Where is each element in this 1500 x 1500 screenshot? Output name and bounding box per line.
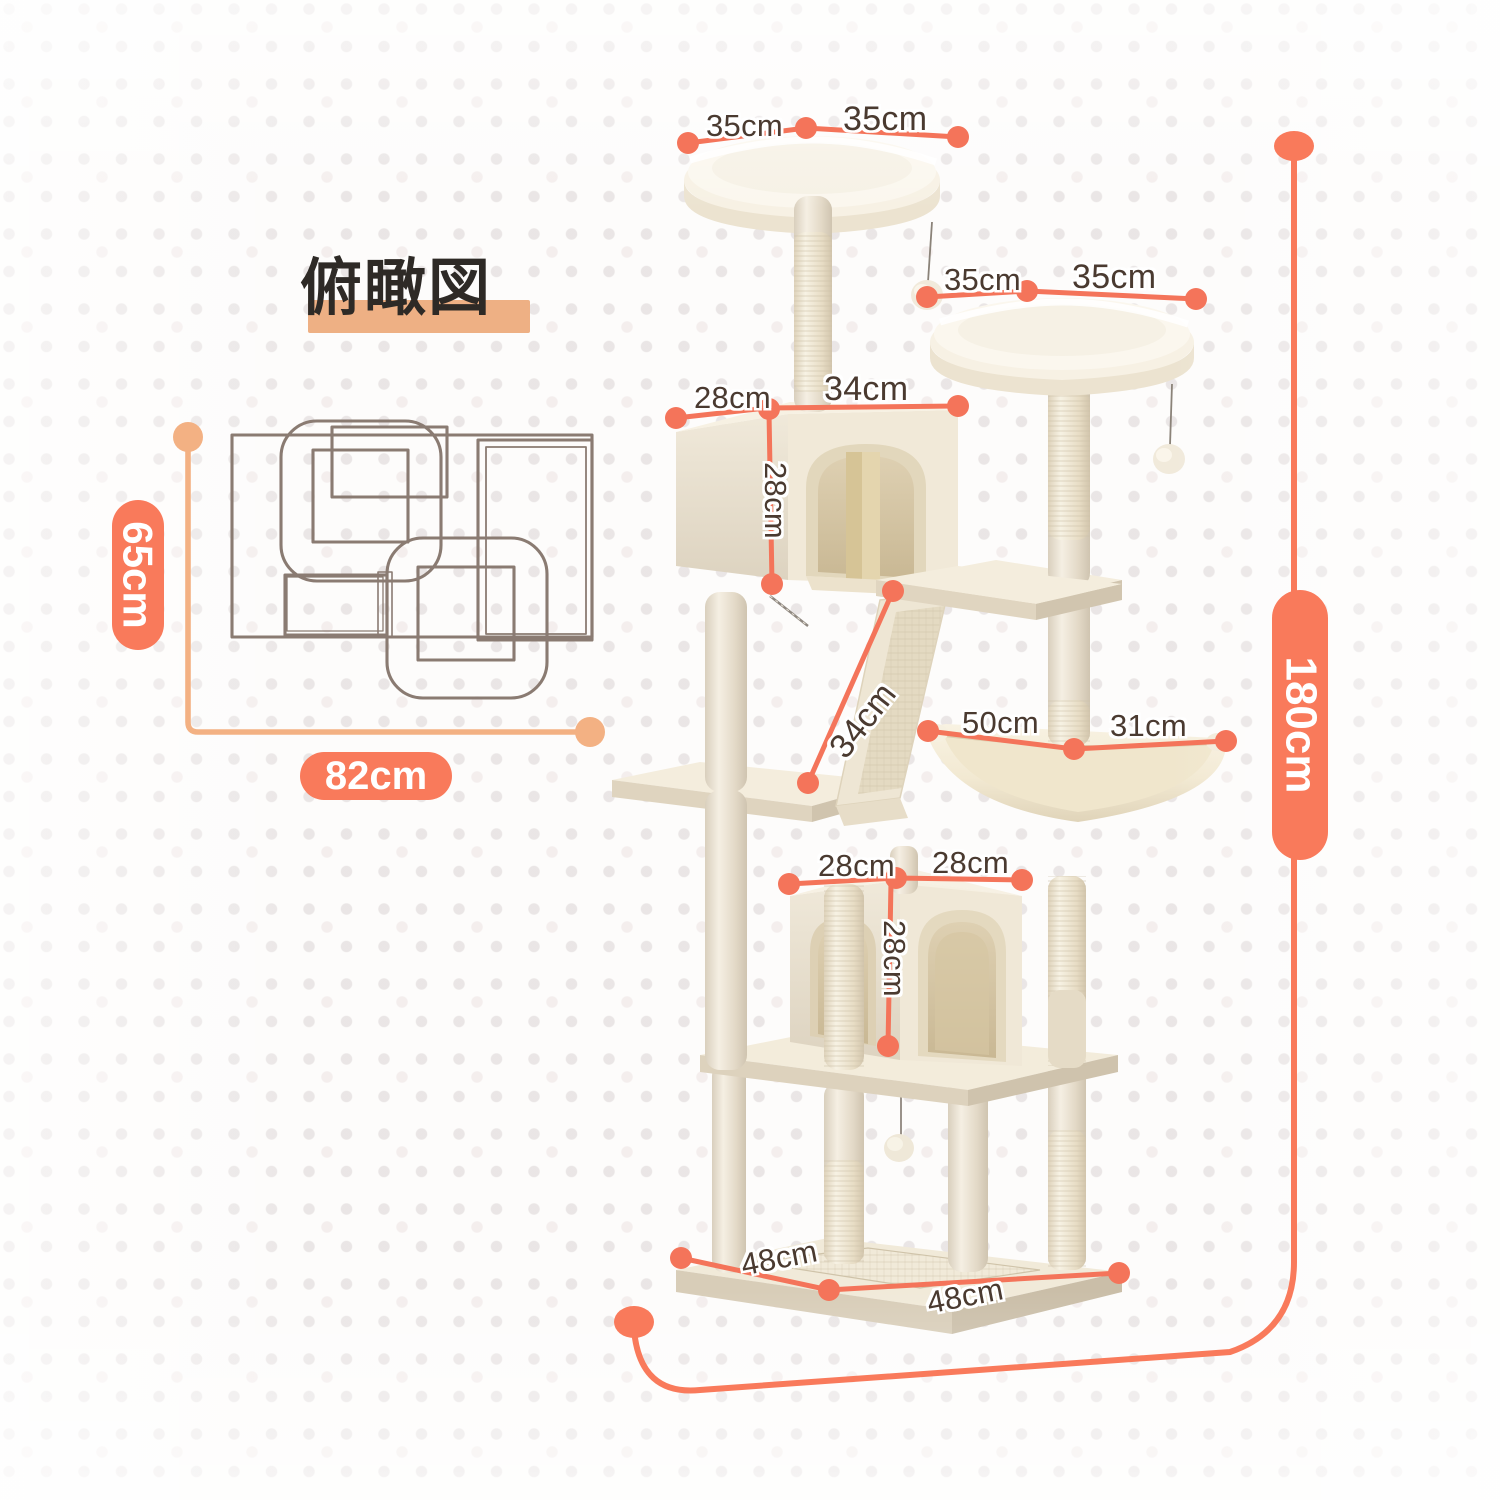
topview-width-badge: 82cm [300, 752, 452, 800]
topview-depth-label: 65cm [115, 521, 163, 629]
dim-hammock-right: 31cm [1110, 708, 1188, 743]
overall-height-label: 180cm [1276, 656, 1326, 794]
overall-height-badge: 180cm [1272, 590, 1328, 860]
title-text: 俯瞰図 [300, 254, 493, 323]
dim-top-perch-left: 35cm [706, 108, 784, 143]
topview-width-label: 82cm [324, 753, 428, 798]
overall-height-bracket [614, 131, 1314, 1394]
dim-lower-condo-left: 28cm [818, 848, 896, 883]
dim-upper-condo-right: 34cm [824, 370, 909, 408]
topview-depth-badge: 65cm [112, 500, 164, 650]
dim-lower-condo-right: 28cm [932, 845, 1010, 880]
title-highlight-bar [308, 300, 530, 333]
dim-lower-condo-height: 28cm [877, 920, 912, 998]
dim-upper-condo-height: 28cm [758, 462, 793, 540]
dim-second-perch-right: 35cm [1072, 258, 1157, 296]
dim-top-perch-right: 35cm [843, 100, 928, 138]
dim-upper-condo-left: 28cm [694, 380, 772, 415]
topview-bracket [173, 422, 605, 747]
dim-hammock-left: 50cm [962, 705, 1040, 740]
dim-second-perch-left: 35cm [944, 262, 1022, 297]
topview-title: 俯瞰図 [300, 258, 540, 344]
